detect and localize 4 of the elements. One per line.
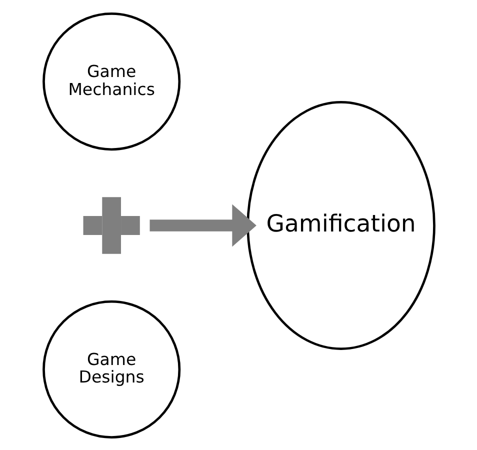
node-ellipse: Gamification xyxy=(246,100,435,350)
node-circle: Game Mechanics xyxy=(42,12,180,150)
arrow xyxy=(149,204,256,246)
node-circle: Game Designs xyxy=(42,300,180,438)
